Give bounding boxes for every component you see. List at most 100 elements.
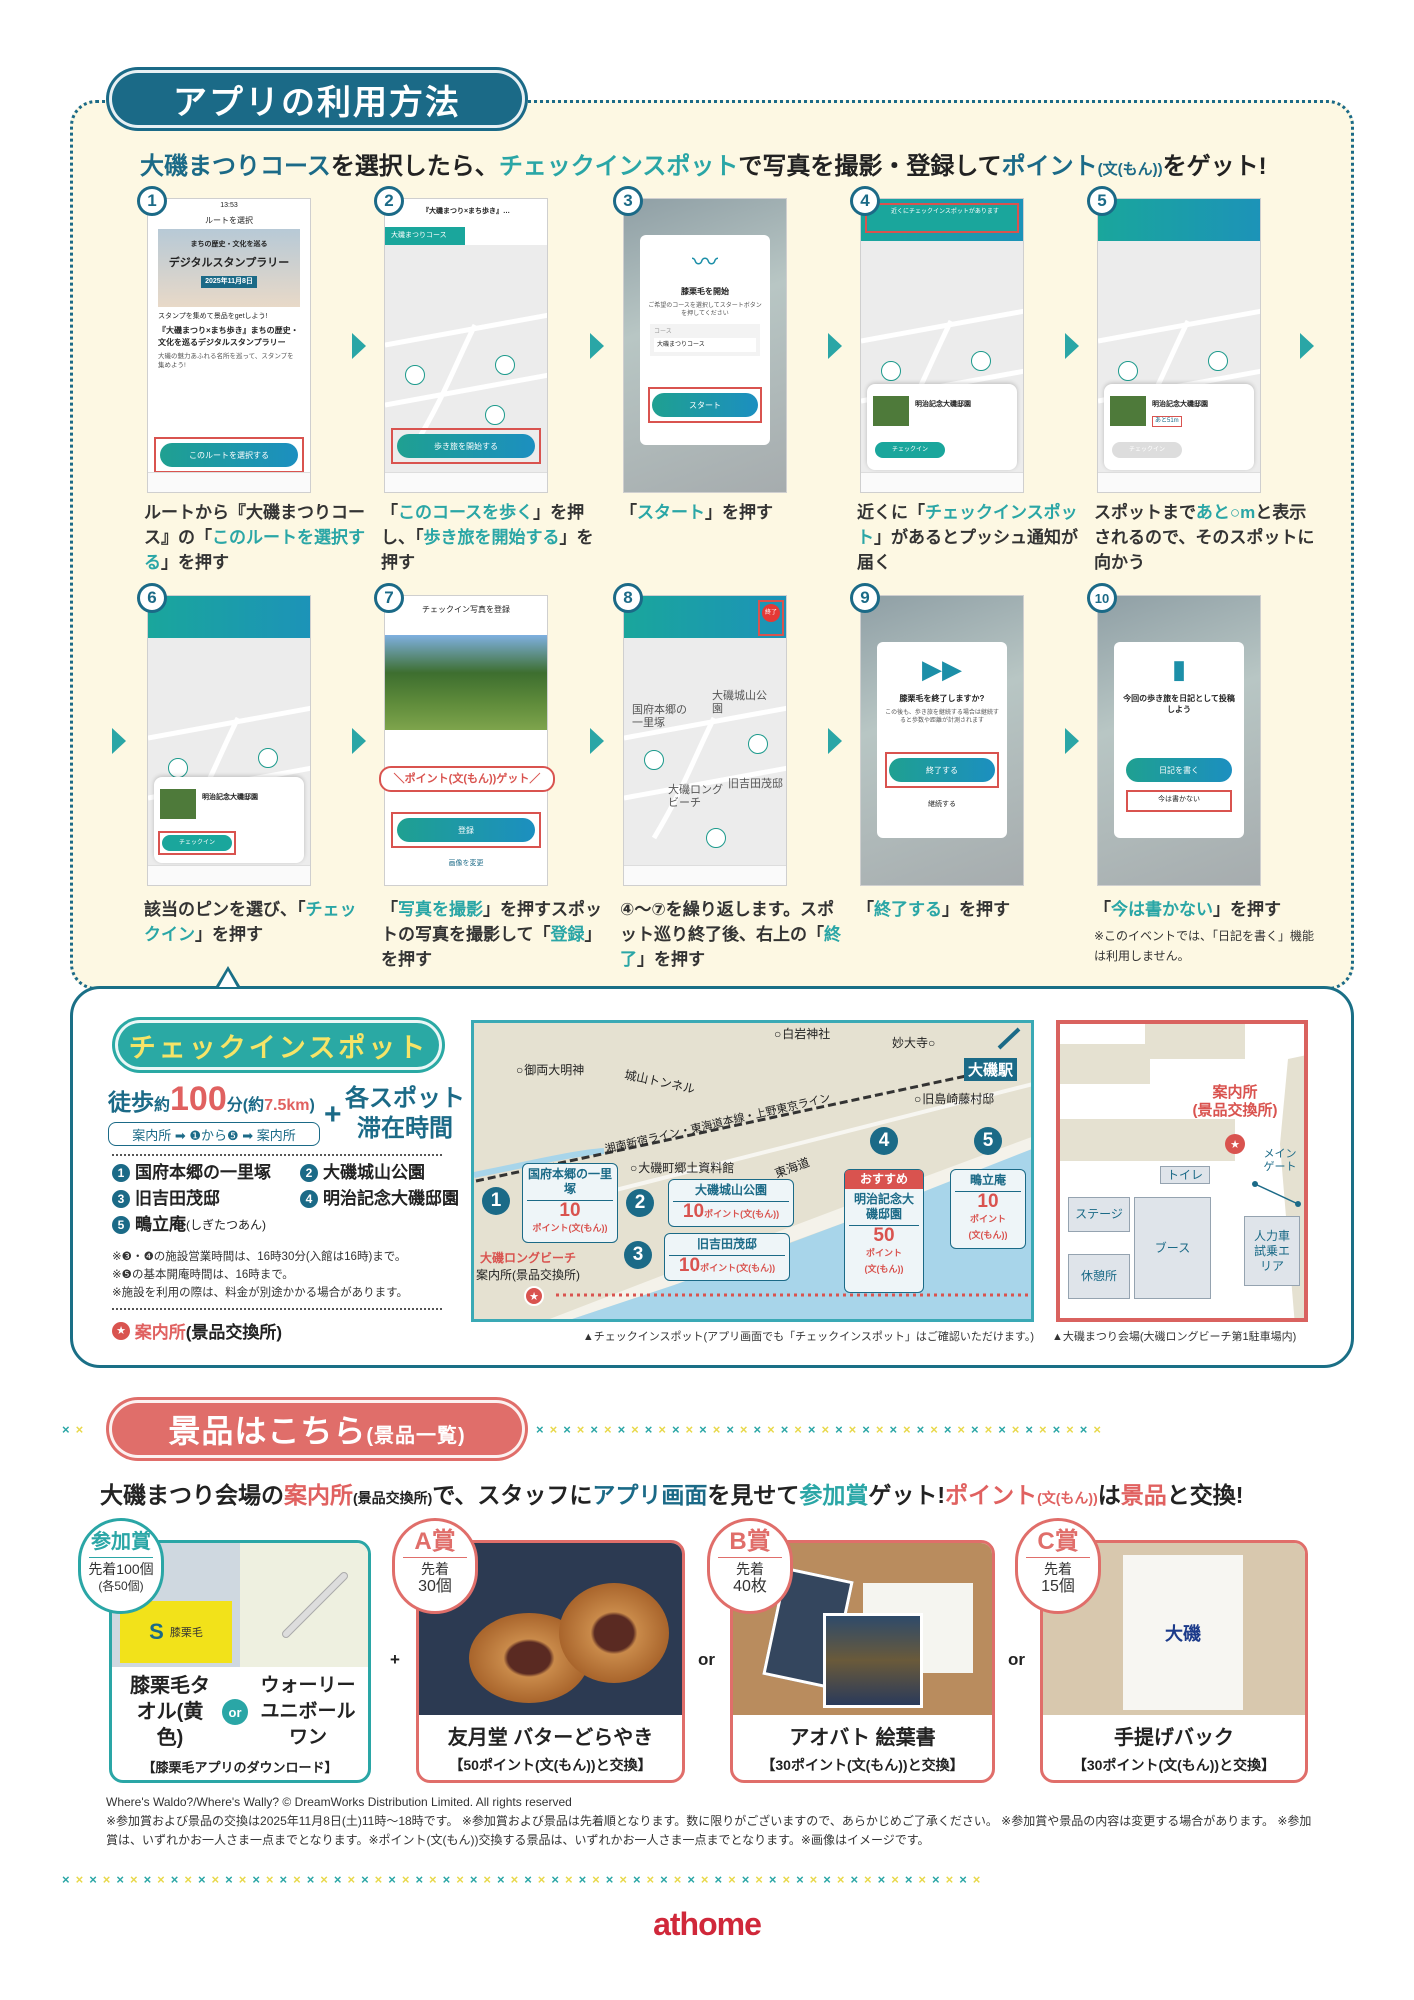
cross-mark: × [712,1422,727,1437]
map-pin-icon[interactable] [495,355,515,375]
map-pin-icon[interactable] [1208,351,1228,371]
cross-mark: × [726,1422,740,1437]
prize-name: 友月堂 バターどらやき [447,1727,654,1749]
tab-bar[interactable] [1098,472,1260,492]
app-button[interactable]: 登録 [397,818,535,842]
map-pin-icon[interactable] [1118,361,1138,381]
cross-mark: × [129,1872,144,1887]
cross-mark: × [62,1872,76,1887]
spot-name: 大磯城山公園 [323,1163,425,1182]
secondary-button[interactable]: 継続する [928,801,956,808]
walk-dist-close: ) [309,1097,315,1114]
step-caption: スポットまであと○mと表示されるので、そのスポットに向かう [1094,500,1319,575]
end-button[interactable]: 終了 [762,604,780,622]
text-segment: (文(もん)) [1097,161,1163,178]
text-segment: で、スタッフに [432,1482,593,1508]
info-star-icon[interactable]: ★ [524,1286,544,1306]
cross-mark: × [456,1872,470,1887]
info-legend: ★ 案内所(景品交換所) [112,1318,282,1343]
checkin-title-pill: チェックインスポット [115,1020,442,1070]
spot-marker-1[interactable]: 1 [482,1187,510,1215]
cross-mark: × [809,1872,824,1887]
spot-marker-4[interactable]: 4 [870,1127,898,1155]
dialog-icon-notebook-icon: ▮ [1171,654,1187,684]
checkin-button[interactable]: チェックイン [162,835,232,851]
cross-mark: × [551,1872,565,1887]
map-pin-icon[interactable] [485,405,505,425]
tab-bar[interactable] [624,865,786,885]
checkin-button[interactable]: チェックイン [875,442,945,458]
checkin-map[interactable]: 白岩神社 妙大寺○ 御両大明神 城山トンネル 旧島崎藤村邸 大磯町郷土資料館 大… [471,1020,1034,1322]
main-gate-label: メインゲート [1263,1148,1297,1173]
info-sub: (景品交換所) [185,1323,283,1342]
dialog-body: この後も、歩き旅を継続する場合は継続すると歩数や距離が計測されます [885,710,999,724]
cross-mark: × [279,1872,294,1887]
app-button[interactable]: このルートを選択する [160,443,298,467]
map-pin-icon[interactable] [258,748,278,768]
map-pin-icon[interactable] [405,365,425,385]
spot-marker-3[interactable]: 3 [624,1241,652,1269]
course-select[interactable]: コース大磯まつりコース [650,324,760,356]
secondary-button[interactable]: 画像を変更 [448,860,484,867]
place-name: 妙大寺 [892,1036,929,1050]
cross-mark: × [75,1422,90,1437]
or-connector: or [698,1650,715,1669]
cross-mark: × [524,1872,538,1887]
venue-map[interactable]: 案内所(景品交換所) ★ メインゲート トイレ ステージ ブース 休憩所 人力車… [1056,1020,1308,1322]
secondary-button[interactable]: 今は書かない [1158,796,1200,803]
cross-mark: × [821,1422,836,1437]
map-area[interactable]: 国府本郷の一里塚大磯城山公園大磯ロングビーチ旧吉田茂邸 [624,638,786,865]
prize-name: 手提げバック [1114,1727,1234,1749]
cross-mark: × [590,1422,604,1437]
map-pin-icon[interactable] [881,361,901,381]
dialog-title: 今回の歩き旅を日記として投稿しよう [1123,694,1235,714]
primary-button[interactable]: スタート [652,393,758,417]
phone-screen-step-2: 『大磯まつり×まち歩き』…大磯まつりコース歩き旅を開始する [384,198,548,493]
walk-approx: 約 [154,1097,171,1114]
map-pin-icon[interactable] [971,351,991,371]
map-pin-icon[interactable] [706,828,726,848]
cross-mark: × [714,1872,729,1887]
info-star-icon[interactable]: ★ [1225,1134,1245,1154]
cross-mark: × [957,1422,971,1437]
text-segment: 」を押す [705,503,773,522]
spot-thumb [1110,396,1146,426]
push-notification[interactable]: 近くにチェックインスポットがあります [865,203,1019,233]
map-pin-icon[interactable] [748,734,768,754]
venue-info-sub: (景品交換所) [1192,1102,1278,1119]
tab-bar[interactable] [148,472,310,492]
app-button[interactable]: 歩き旅を開始する [397,434,535,458]
spot-points: 10 [678,1255,701,1276]
divider [112,1308,442,1310]
map-pin-icon[interactable] [168,758,188,778]
spot-name: 大磯城山公園 [694,1183,767,1197]
cross-mark: × [972,1872,987,1887]
place-label: 白岩神社 [774,1025,830,1042]
disclaimer: ※参加賞および景品の交換は2025年11月8日(土)11時〜18時です。 ※参加… [106,1814,1312,1847]
spot-card[interactable]: 明治記念大磯邸園チェックイン [867,384,1017,470]
tab-bar[interactable] [861,472,1023,492]
spot-marker-5[interactable]: 5 [974,1127,1002,1155]
text-segment: 今は書かない [1111,900,1213,919]
or-badge: or [222,1699,248,1725]
primary-button[interactable]: 日記を書く [1126,758,1232,782]
cross-mark: × [1079,1422,1094,1437]
course-tab[interactable]: 大磯まつりコース [385,227,465,245]
primary-button[interactable]: 終了する [889,758,995,782]
spot-reading: (しぎたつあん) [186,1218,266,1232]
dialog: ▮ 今回の歩き旅を日記として投稿しよう日記を書く今は書かない [1114,642,1244,838]
map-pin-icon[interactable] [644,750,664,770]
spot-marker-2[interactable]: 2 [626,1189,654,1217]
prize-exchange: 【30ポイント(文(もん))と交換】 [1072,1757,1276,1773]
tab-bar[interactable] [148,865,310,885]
text-segment: 終了する [874,900,942,919]
text-segment: 「 [857,900,874,919]
tab-bar[interactable] [385,472,547,492]
checkin-button[interactable]: チェックイン [1112,442,1182,458]
step-caption: 「このコースを歩く」を押し、「歩き旅を開始する」を押す [381,500,606,575]
spot-card[interactable]: 明治記念大磯邸園チェックイン [154,777,304,863]
